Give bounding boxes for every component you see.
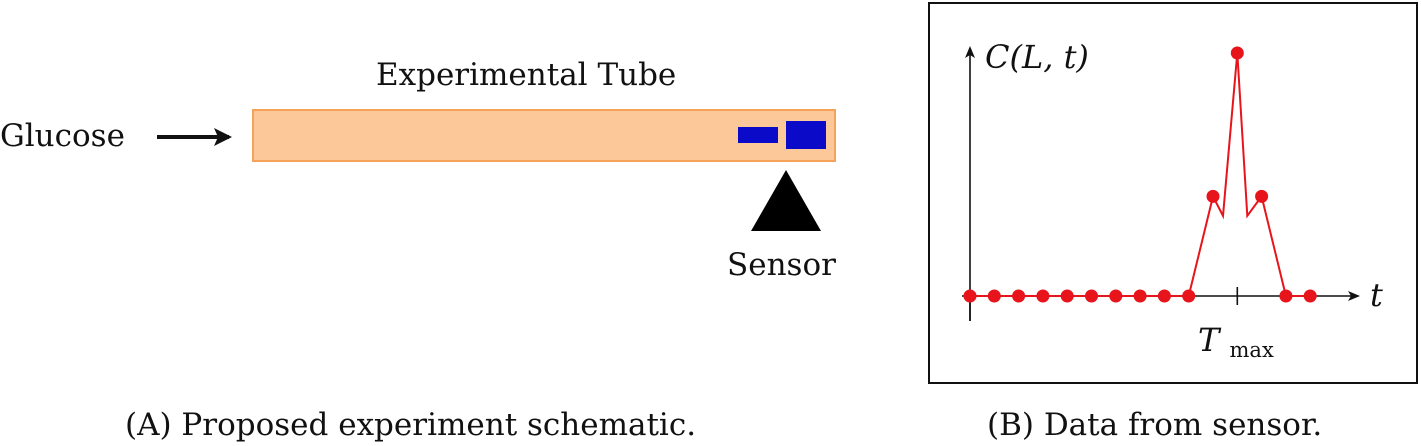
y-axis-label: C(L, t) xyxy=(985,38,1089,76)
glucose-label: Glucose xyxy=(0,118,125,154)
tube-title: Experimental Tube xyxy=(376,57,677,93)
series-line xyxy=(970,52,1311,297)
data-point-14 xyxy=(1303,289,1317,303)
caption-b: (B) Data from sensor. xyxy=(987,407,1323,443)
sensor-block-small xyxy=(738,127,778,143)
data-point-3 xyxy=(1036,289,1050,303)
data-point-4 xyxy=(1060,289,1074,303)
x-axis-label: t xyxy=(1370,276,1383,314)
data-point-2 xyxy=(1012,289,1026,303)
x-axis-arrowhead xyxy=(1348,291,1360,301)
data-point-8 xyxy=(1157,289,1171,303)
sensor-label: Sensor xyxy=(727,247,836,283)
sensor-triangle-icon xyxy=(751,170,821,231)
chart-frame xyxy=(928,2,1418,384)
caption-a: (A) Proposed experiment schematic. xyxy=(125,407,697,443)
data-point-10 xyxy=(1206,189,1220,203)
data-point-5 xyxy=(1085,289,1098,303)
data-point-9 xyxy=(1182,289,1196,303)
inlet-arrowhead xyxy=(214,128,232,146)
tick-label-tmax: T max xyxy=(1198,321,1274,362)
data-point-1 xyxy=(987,289,1001,303)
tick-label-sub: max xyxy=(1230,338,1274,362)
data-point-11 xyxy=(1230,46,1244,60)
data-point-6 xyxy=(1109,289,1123,303)
data-point-0 xyxy=(963,289,977,303)
data-point-13 xyxy=(1279,289,1293,303)
sensor-block-large xyxy=(786,121,826,149)
data-point-12 xyxy=(1255,189,1269,203)
data-point-7 xyxy=(1133,289,1147,303)
y-axis-arrowhead xyxy=(965,46,975,58)
tick-label-main: T xyxy=(1198,321,1222,359)
